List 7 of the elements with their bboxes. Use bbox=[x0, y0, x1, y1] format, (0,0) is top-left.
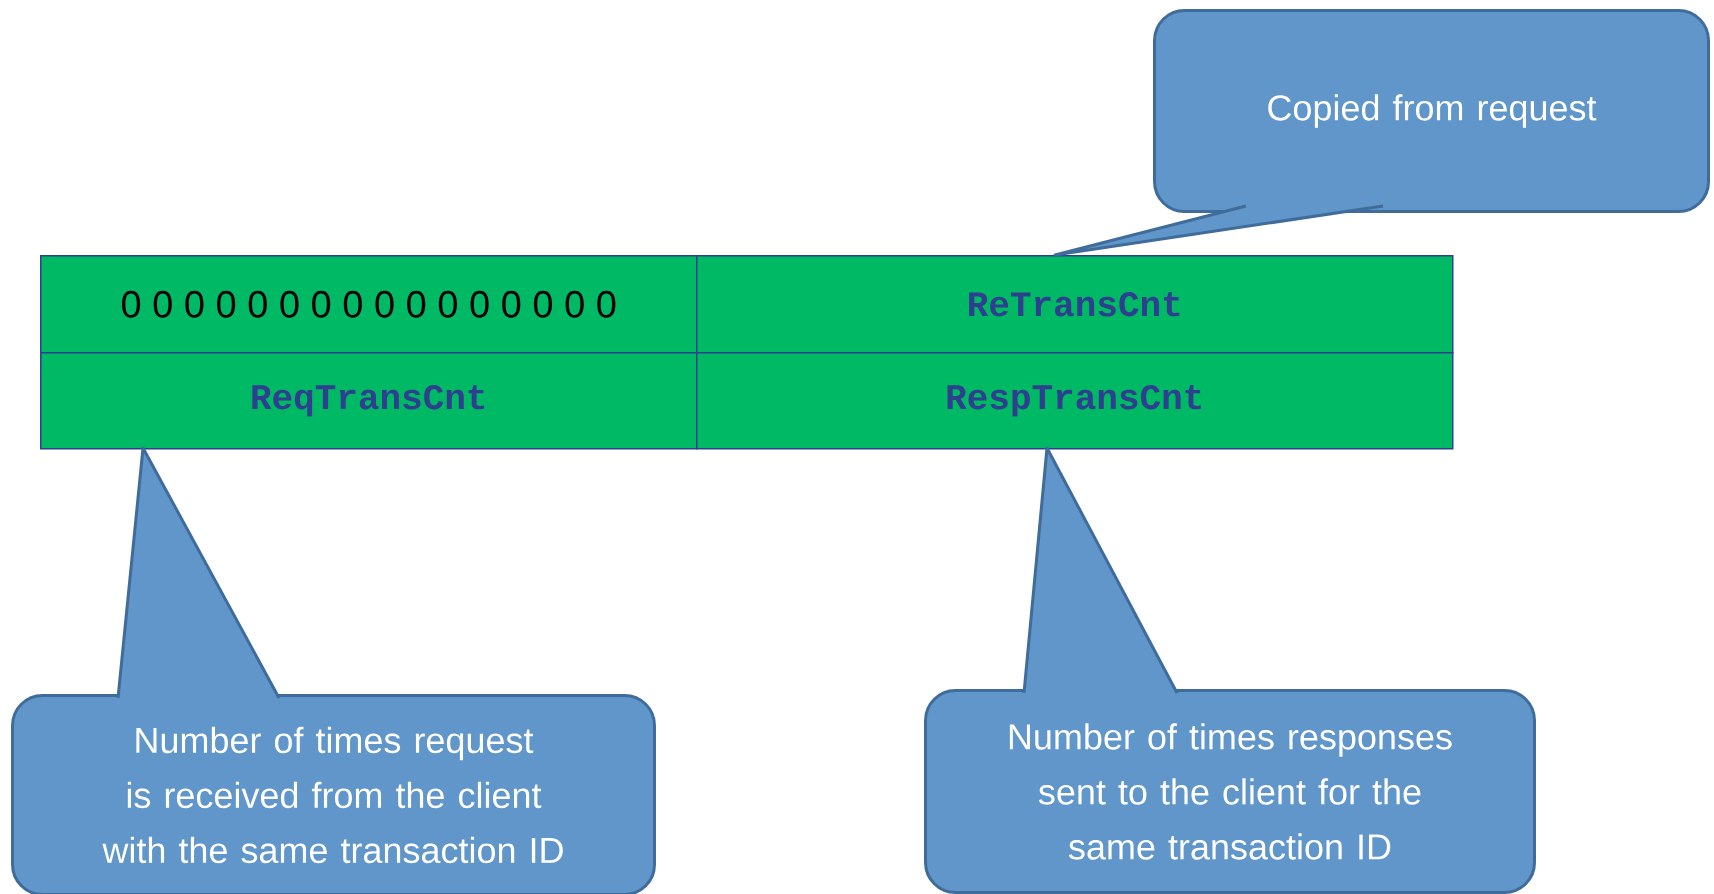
table-cell: ReTransCnt bbox=[696, 255, 1454, 354]
speech-bubble: Copied from request bbox=[1053, 9, 1710, 257]
table-cell: RespTransCnt bbox=[696, 352, 1454, 450]
table-cell: ReqTransCnt bbox=[40, 352, 698, 450]
table-cell: 0 0 0 0 0 0 0 0 0 0 0 0 0 0 0 0 bbox=[40, 255, 698, 354]
speech-bubble: Number of times responses sent to the client for the same transaction ID bbox=[924, 446, 1536, 894]
speech-bubble: Number of times request is received from the client with the same transaction ID bbox=[11, 446, 656, 894]
